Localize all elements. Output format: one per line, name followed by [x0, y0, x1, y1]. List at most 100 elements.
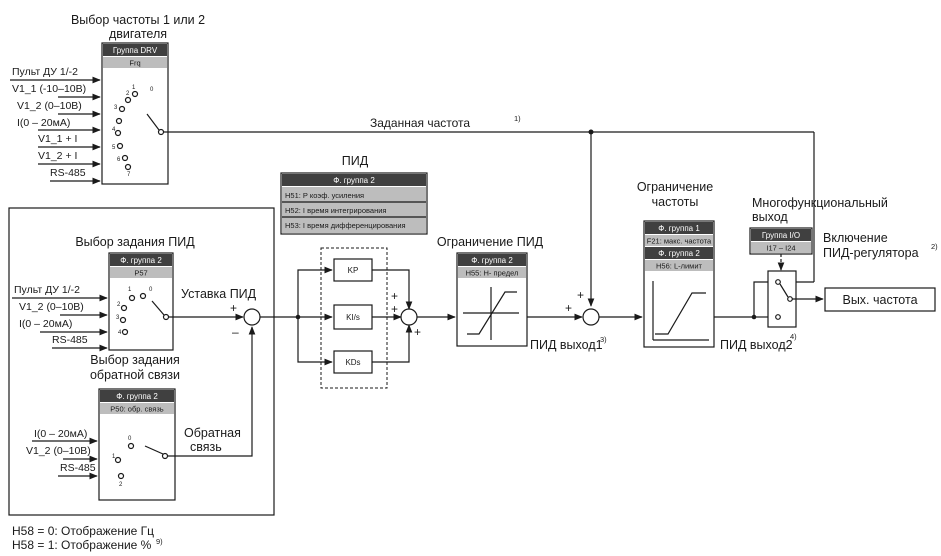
- pid-limit-group: Ф. группа 2: [471, 256, 513, 265]
- freq-limiter-graph: [652, 281, 709, 341]
- svg-text:2: 2: [119, 482, 123, 488]
- pid-output2-line: [714, 281, 768, 318]
- pid-output2-label: ПИД выход2: [720, 338, 793, 352]
- pid-param-d: H53: I время дифференцирования: [285, 221, 406, 230]
- feedback-label-2: связь: [190, 440, 222, 454]
- svg-text:+: +: [565, 301, 572, 315]
- svg-text:1: 1: [132, 85, 136, 91]
- svg-text:2: 2: [117, 302, 121, 308]
- motor-select-title-1: Выбор частоты 1 или 2: [71, 13, 205, 27]
- pid-summing-junction: [400, 308, 418, 326]
- pid-ref-switch: 0 1 2 3 4: [116, 287, 170, 336]
- svg-text:3: 3: [116, 315, 120, 321]
- freq-limit-param2: H56: L-лимит: [656, 262, 703, 271]
- pid-ref-group: Ф. группа 2: [120, 256, 162, 265]
- motor-select-group: Группа DRV: [113, 46, 158, 55]
- pid-enable-label-2: ПИД-регулятора: [823, 246, 919, 260]
- motor-input-4: V1_1 + I: [38, 133, 77, 145]
- svg-text:I(0 – 20мА): I(0 – 20мА): [34, 428, 87, 440]
- motor-input-1: V1_1 (-10–10В): [12, 83, 86, 95]
- svg-text:+: +: [391, 302, 398, 316]
- freq-limit-title-1: Ограничение: [637, 180, 713, 194]
- kd-label: KDs: [345, 358, 360, 367]
- multi-out-group: Группа I/O: [762, 231, 800, 240]
- pid-limiter-graph: [463, 287, 519, 340]
- set-frequency-note: 1): [514, 114, 521, 123]
- pid-limit-box: [456, 252, 528, 347]
- set-frequency-label: Заданная частота: [370, 116, 470, 130]
- svg-text:+: +: [391, 289, 398, 303]
- pid-output2-note: 4): [790, 332, 797, 341]
- pid-limit-title: Ограничение ПИД: [437, 235, 544, 249]
- kp-label: KP: [348, 266, 359, 275]
- svg-text:RS-485: RS-485: [60, 462, 96, 474]
- freq-limit-group2: Ф. группа 2: [658, 249, 700, 258]
- setpoint-label: Уставка ПИД: [181, 287, 257, 301]
- pid-enable-note: 2): [931, 242, 938, 251]
- motor-input-0: Пульт ДУ 1/-2: [12, 66, 78, 78]
- error-summing-junction: [243, 308, 261, 326]
- svg-text:0: 0: [150, 87, 154, 93]
- motor-input-2: V1_2 (0–10В): [17, 100, 82, 112]
- motor-select-group-header: [103, 44, 167, 56]
- svg-text:V1_2 (0–10В): V1_2 (0–10В): [19, 301, 84, 313]
- svg-text:+: +: [414, 325, 421, 339]
- svg-text:4: 4: [112, 127, 116, 133]
- output-frequency-box: [824, 287, 936, 312]
- feedback-line: [168, 326, 256, 457]
- svg-text:I(0 – 20мА): I(0 – 20мА): [19, 318, 72, 330]
- footer-note: 9): [156, 537, 163, 546]
- pid-ref-title: Выбор задания ПИД: [75, 235, 195, 249]
- pid-enable-label-1: Включение: [823, 231, 888, 245]
- svg-text:1: 1: [128, 287, 132, 293]
- freq-limit-param1: F21: макс. частота: [647, 237, 712, 246]
- multi-out-title-2: выход: [752, 210, 788, 224]
- reference-select-panel: [8, 207, 275, 516]
- pid-param-p: H51: P коэф. усиления: [285, 191, 364, 200]
- footer-line-1: H58 = 0: Отображение Гц: [12, 524, 154, 538]
- motor-select-inputs: Пульт ДУ 1/-2 V1_1 (-10–10В) V1_2 (0–10В…: [10, 66, 101, 185]
- freq-limit-group1: Ф. группа 1: [658, 224, 700, 233]
- feedback-switch: 0 1 2: [112, 436, 169, 488]
- multi-out-title-1: Многофункциональный: [752, 196, 888, 210]
- svg-text:7: 7: [127, 172, 131, 178]
- setpoint-plus: +: [230, 301, 237, 315]
- motor-select-title-2: двигателя: [109, 27, 167, 41]
- pid-enable-switch: [775, 279, 793, 320]
- feedback-title-2: обратной связи: [90, 368, 180, 382]
- svg-text:5: 5: [112, 145, 116, 151]
- feedback-label-1: Обратная: [184, 426, 241, 440]
- pid-dashed-frame: [320, 247, 388, 389]
- svg-text:0: 0: [149, 287, 153, 293]
- svg-text:1: 1: [112, 454, 116, 460]
- svg-text:V1_2 (0–10В): V1_2 (0–10В): [26, 445, 91, 457]
- multi-out-param: I17 – I24: [766, 244, 795, 253]
- pid-title: ПИД: [342, 154, 369, 168]
- pid-ref-inputs: Пульт ДУ 1/-2 V1_2 (0–10В) I(0 – 20мА) R…: [12, 284, 108, 352]
- feedback-inputs: I(0 – 20мА) V1_2 (0–10В) RS-485: [26, 428, 98, 480]
- pid-output1-note: 3): [600, 335, 607, 344]
- svg-text:6: 6: [117, 157, 121, 163]
- svg-text:0: 0: [128, 436, 132, 442]
- motor-select-switch: 0 1 2 3 4 5 6 7: [112, 85, 165, 178]
- svg-text:Пульт ДУ 1/-2: Пульт ДУ 1/-2: [14, 284, 80, 296]
- pid-limit-param: H55: Н- предел: [466, 269, 519, 278]
- motor-select-param-header: [103, 57, 167, 68]
- feedback-param: P50: обр. связь: [110, 405, 163, 414]
- footer-line-2: H58 = 1: Отображение %: [12, 538, 152, 552]
- pid-ref-param: P57: [134, 269, 147, 278]
- motor-input-5: V1_2 + I: [38, 150, 77, 162]
- output-frequency-label: Вых. частота: [842, 293, 917, 307]
- feedback-minus: –: [232, 325, 239, 339]
- feedback-title-1: Выбор задания: [90, 353, 179, 367]
- pid-output1-label: ПИД выход1: [530, 338, 603, 352]
- output-summing-junction: [582, 308, 600, 326]
- motor-input-6: RS-485: [50, 167, 86, 179]
- svg-text:RS-485: RS-485: [52, 334, 88, 346]
- svg-text:4: 4: [118, 330, 122, 336]
- motor-select-param: Frq: [129, 59, 140, 68]
- ki-label: KI/s: [346, 313, 360, 322]
- svg-text:2: 2: [126, 91, 130, 97]
- freq-limit-title-2: частоты: [652, 195, 699, 209]
